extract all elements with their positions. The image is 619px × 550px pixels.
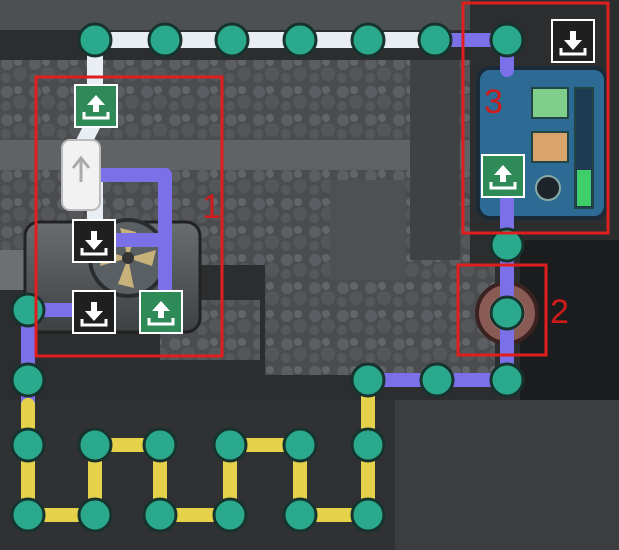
pipe-node[interactable]	[10, 292, 46, 328]
pipe-node[interactable]	[489, 22, 525, 58]
input-port-icon[interactable]	[72, 219, 116, 263]
pipe-node[interactable]	[212, 427, 248, 463]
pipe-node[interactable]	[282, 22, 318, 58]
pipe-node[interactable]	[282, 497, 318, 533]
annotation-labels: 1 2 3	[202, 83, 569, 331]
pipe-bridge-icon[interactable]	[61, 139, 101, 211]
pipe-node[interactable]	[77, 22, 113, 58]
pipe-node[interactable]	[419, 362, 455, 398]
highlight-box-1	[34, 75, 224, 358]
annotations	[34, 1, 610, 358]
pipe-node[interactable]	[489, 227, 525, 263]
pipe-node[interactable]	[77, 427, 113, 463]
pipe-nodes	[10, 22, 525, 533]
output-port-icon[interactable]	[74, 84, 118, 128]
output-port-icon[interactable]	[481, 154, 525, 198]
pipe-node[interactable]	[350, 427, 386, 463]
pipe-node[interactable]	[282, 427, 318, 463]
pipe-node[interactable]	[10, 497, 46, 533]
pipe-node[interactable]	[142, 497, 178, 533]
pipe-node[interactable]	[350, 497, 386, 533]
region-label-3: 3	[484, 83, 503, 121]
pipe-node[interactable]	[77, 497, 113, 533]
pipe-node[interactable]	[417, 22, 453, 58]
pipe-node[interactable]	[212, 497, 248, 533]
pipe-node[interactable]	[142, 427, 178, 463]
pipe-node[interactable]	[10, 427, 46, 463]
pipe-node[interactable]	[350, 362, 386, 398]
output-port-icon[interactable]	[139, 290, 183, 334]
highlight-box-3	[461, 1, 610, 235]
input-port-icon[interactable]	[72, 290, 116, 334]
input-port-icon[interactable]	[551, 19, 595, 63]
ports	[72, 19, 595, 334]
region-label-2: 2	[550, 293, 569, 331]
highlight-box-2	[456, 263, 548, 357]
pipe-node[interactable]	[10, 362, 46, 398]
pipe-node[interactable]	[489, 295, 525, 331]
pipe-node[interactable]	[350, 22, 386, 58]
region-label-1: 1	[202, 188, 221, 226]
pipe-node[interactable]	[214, 22, 250, 58]
pipe-node[interactable]	[489, 362, 525, 398]
pipe-node[interactable]	[147, 22, 183, 58]
